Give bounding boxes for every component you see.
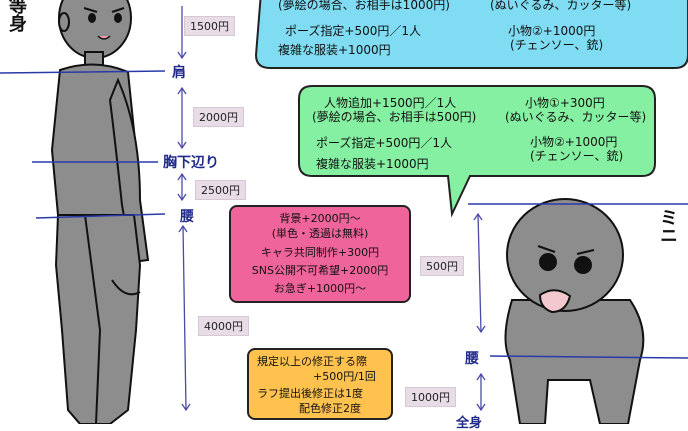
- shoulder-line: [0, 70, 166, 74]
- label-full-body-partial: 全身: [456, 416, 483, 431]
- tall-figure: [50, 0, 150, 424]
- top-bubble-line1-right: (ぬいぐるみ、カッター等): [490, 0, 632, 12]
- pink-line-3: キャラ共同制作+300円: [260, 246, 380, 259]
- pink-line-2: (単色・透過は無料): [271, 227, 369, 240]
- green-bubble-line1-right: 小物①+300円: [525, 96, 605, 110]
- top-bubble-line2-right: 小物②+1000円: [508, 24, 596, 38]
- green-bubble-line1-left: 人物追加+1500円／1人: [324, 96, 457, 110]
- label-mini-waist: 腰: [465, 351, 479, 367]
- label-under-chest: 胸下辺り: [163, 155, 219, 171]
- pink-line-1: 背景+2000円～: [279, 212, 361, 225]
- orange-line-3: ラフ提出後修正は1度: [257, 387, 363, 400]
- mini-figure: [504, 198, 645, 424]
- green-bubble-line3-left: ポーズ指定+500円／1人: [316, 136, 452, 150]
- revision-orange-box: 規定以上の修正する際 +500円/1回 ラフ提出後修正は1度 配色修正2度: [247, 348, 393, 420]
- price-1500: 1500円: [184, 16, 235, 36]
- top-bubble-line3-left: 複雑な服装+1000円: [278, 43, 391, 57]
- orange-line-2: +500円/1回: [313, 370, 376, 383]
- left-title-partial: 等身: [6, 0, 27, 32]
- tall-arrows: [177, 6, 191, 412]
- orange-line-1: 規定以上の修正する際: [257, 355, 367, 368]
- green-bubble-line3-right: 小物②+1000円: [530, 135, 618, 149]
- top-bubble-line1-left: (夢絵の場合、お相手は1000円): [278, 0, 450, 12]
- green-bubble-line2-left: (夢絵の場合、お相手は500円): [312, 110, 477, 124]
- green-bubble-line2-right: (ぬいぐるみ、カッター等): [505, 110, 647, 124]
- waist-line: [35, 213, 166, 219]
- top-bubble-line3-right: (チェンソー、銃): [510, 38, 604, 52]
- green-bubble-line4-right: (チェンソー、銃): [530, 149, 624, 163]
- mini-figure-face: [537, 245, 595, 314]
- tall-figure-face: [83, 7, 125, 40]
- price-4000: 4000円: [198, 316, 249, 336]
- mini-title: ミニ: [657, 208, 678, 244]
- green-bubble-shape: [298, 85, 656, 218]
- mini-waist-line: [489, 355, 688, 359]
- options-pink-box: 背景+2000円～ (単色・透過は無料) キャラ共同制作+300円 SNS公開不…: [229, 205, 411, 303]
- price-2500: 2500円: [195, 180, 246, 200]
- pink-line-5: お急ぎ+1000円～: [273, 282, 367, 295]
- green-bubble-line4-left: 複雑な服装+1000円: [316, 157, 429, 171]
- label-waist: 腰: [180, 209, 194, 225]
- pink-line-4: SNS公開不可希望+2000円: [251, 264, 389, 277]
- price-2000: 2000円: [193, 107, 244, 127]
- price-1000: 1000円: [405, 387, 456, 407]
- label-shoulder: 肩: [172, 65, 186, 81]
- top-bubble-line2-left: ポーズ指定+500円／1人: [285, 24, 421, 38]
- mini-arrows: [473, 212, 486, 412]
- price-500: 500円: [420, 256, 464, 276]
- orange-line-4: 配色修正2度: [299, 402, 361, 415]
